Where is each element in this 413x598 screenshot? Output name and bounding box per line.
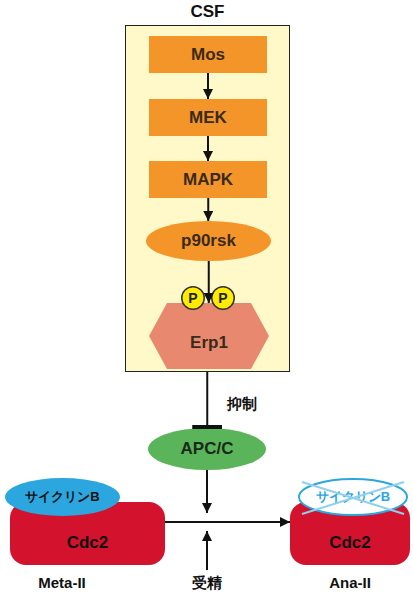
degraded-cyclin-ellipse: サイクリンB	[298, 478, 408, 516]
degraded-cyclin-ellipse-fill	[299, 479, 407, 515]
arrow-connector	[208, 261, 210, 303]
kinase-box: MAPK	[149, 161, 267, 198]
cross-out-line	[302, 482, 404, 514]
arrow-connector	[207, 198, 209, 221]
node-label: Erp1	[149, 317, 269, 369]
node-label: Cdc2	[10, 520, 165, 565]
complex-ellipse-fill	[148, 428, 266, 470]
kinase-box: MEK	[149, 99, 267, 136]
node-label: Cdc2	[290, 520, 410, 565]
apc-action-arrow	[206, 470, 208, 513]
phosphate-circle-fill	[212, 287, 235, 310]
kinase-ellipse-fill	[146, 221, 271, 261]
phosphate-circle: P	[181, 286, 205, 310]
node-label: p90rsk	[146, 221, 271, 261]
node-label: P	[211, 286, 235, 310]
stage-label: Ana-II	[329, 574, 371, 591]
node-label: APC/C	[148, 428, 266, 470]
node-label: サイクリンB	[298, 478, 408, 516]
group-title: CSF	[126, 2, 289, 22]
phosphate-circle: P	[211, 286, 235, 310]
protein-hexagon-fill	[149, 303, 269, 369]
event-label: 受精	[192, 574, 222, 593]
protein-hexagon: Erp1	[149, 303, 269, 369]
group-box: CSFMosMEKMAPKp90rskPPErp1	[125, 25, 290, 372]
kinase-box: Mos	[149, 36, 267, 73]
edge-label: 抑制	[227, 395, 257, 414]
arrow-connector	[165, 521, 290, 523]
complex-ellipse: APC/C	[148, 428, 266, 470]
node-label: Mos	[149, 36, 267, 73]
inhibition-connector	[206, 372, 208, 428]
arrow-connector	[207, 136, 209, 161]
kinase-ellipse: p90rsk	[146, 221, 271, 261]
node-label: MEK	[149, 99, 267, 136]
cyclin-ellipse-fill	[5, 478, 120, 516]
phosphate-circle-fill	[182, 287, 205, 310]
node-label: サイクリンB	[5, 478, 120, 516]
cyclin-ellipse: サイクリンB	[5, 478, 120, 516]
fertilization-arrow	[206, 531, 208, 570]
node-label: MAPK	[149, 161, 267, 198]
arrow-connector	[207, 73, 209, 99]
cross-out-line	[302, 482, 404, 514]
node-label: P	[181, 286, 205, 310]
stage-label: Meta-II	[38, 574, 86, 591]
